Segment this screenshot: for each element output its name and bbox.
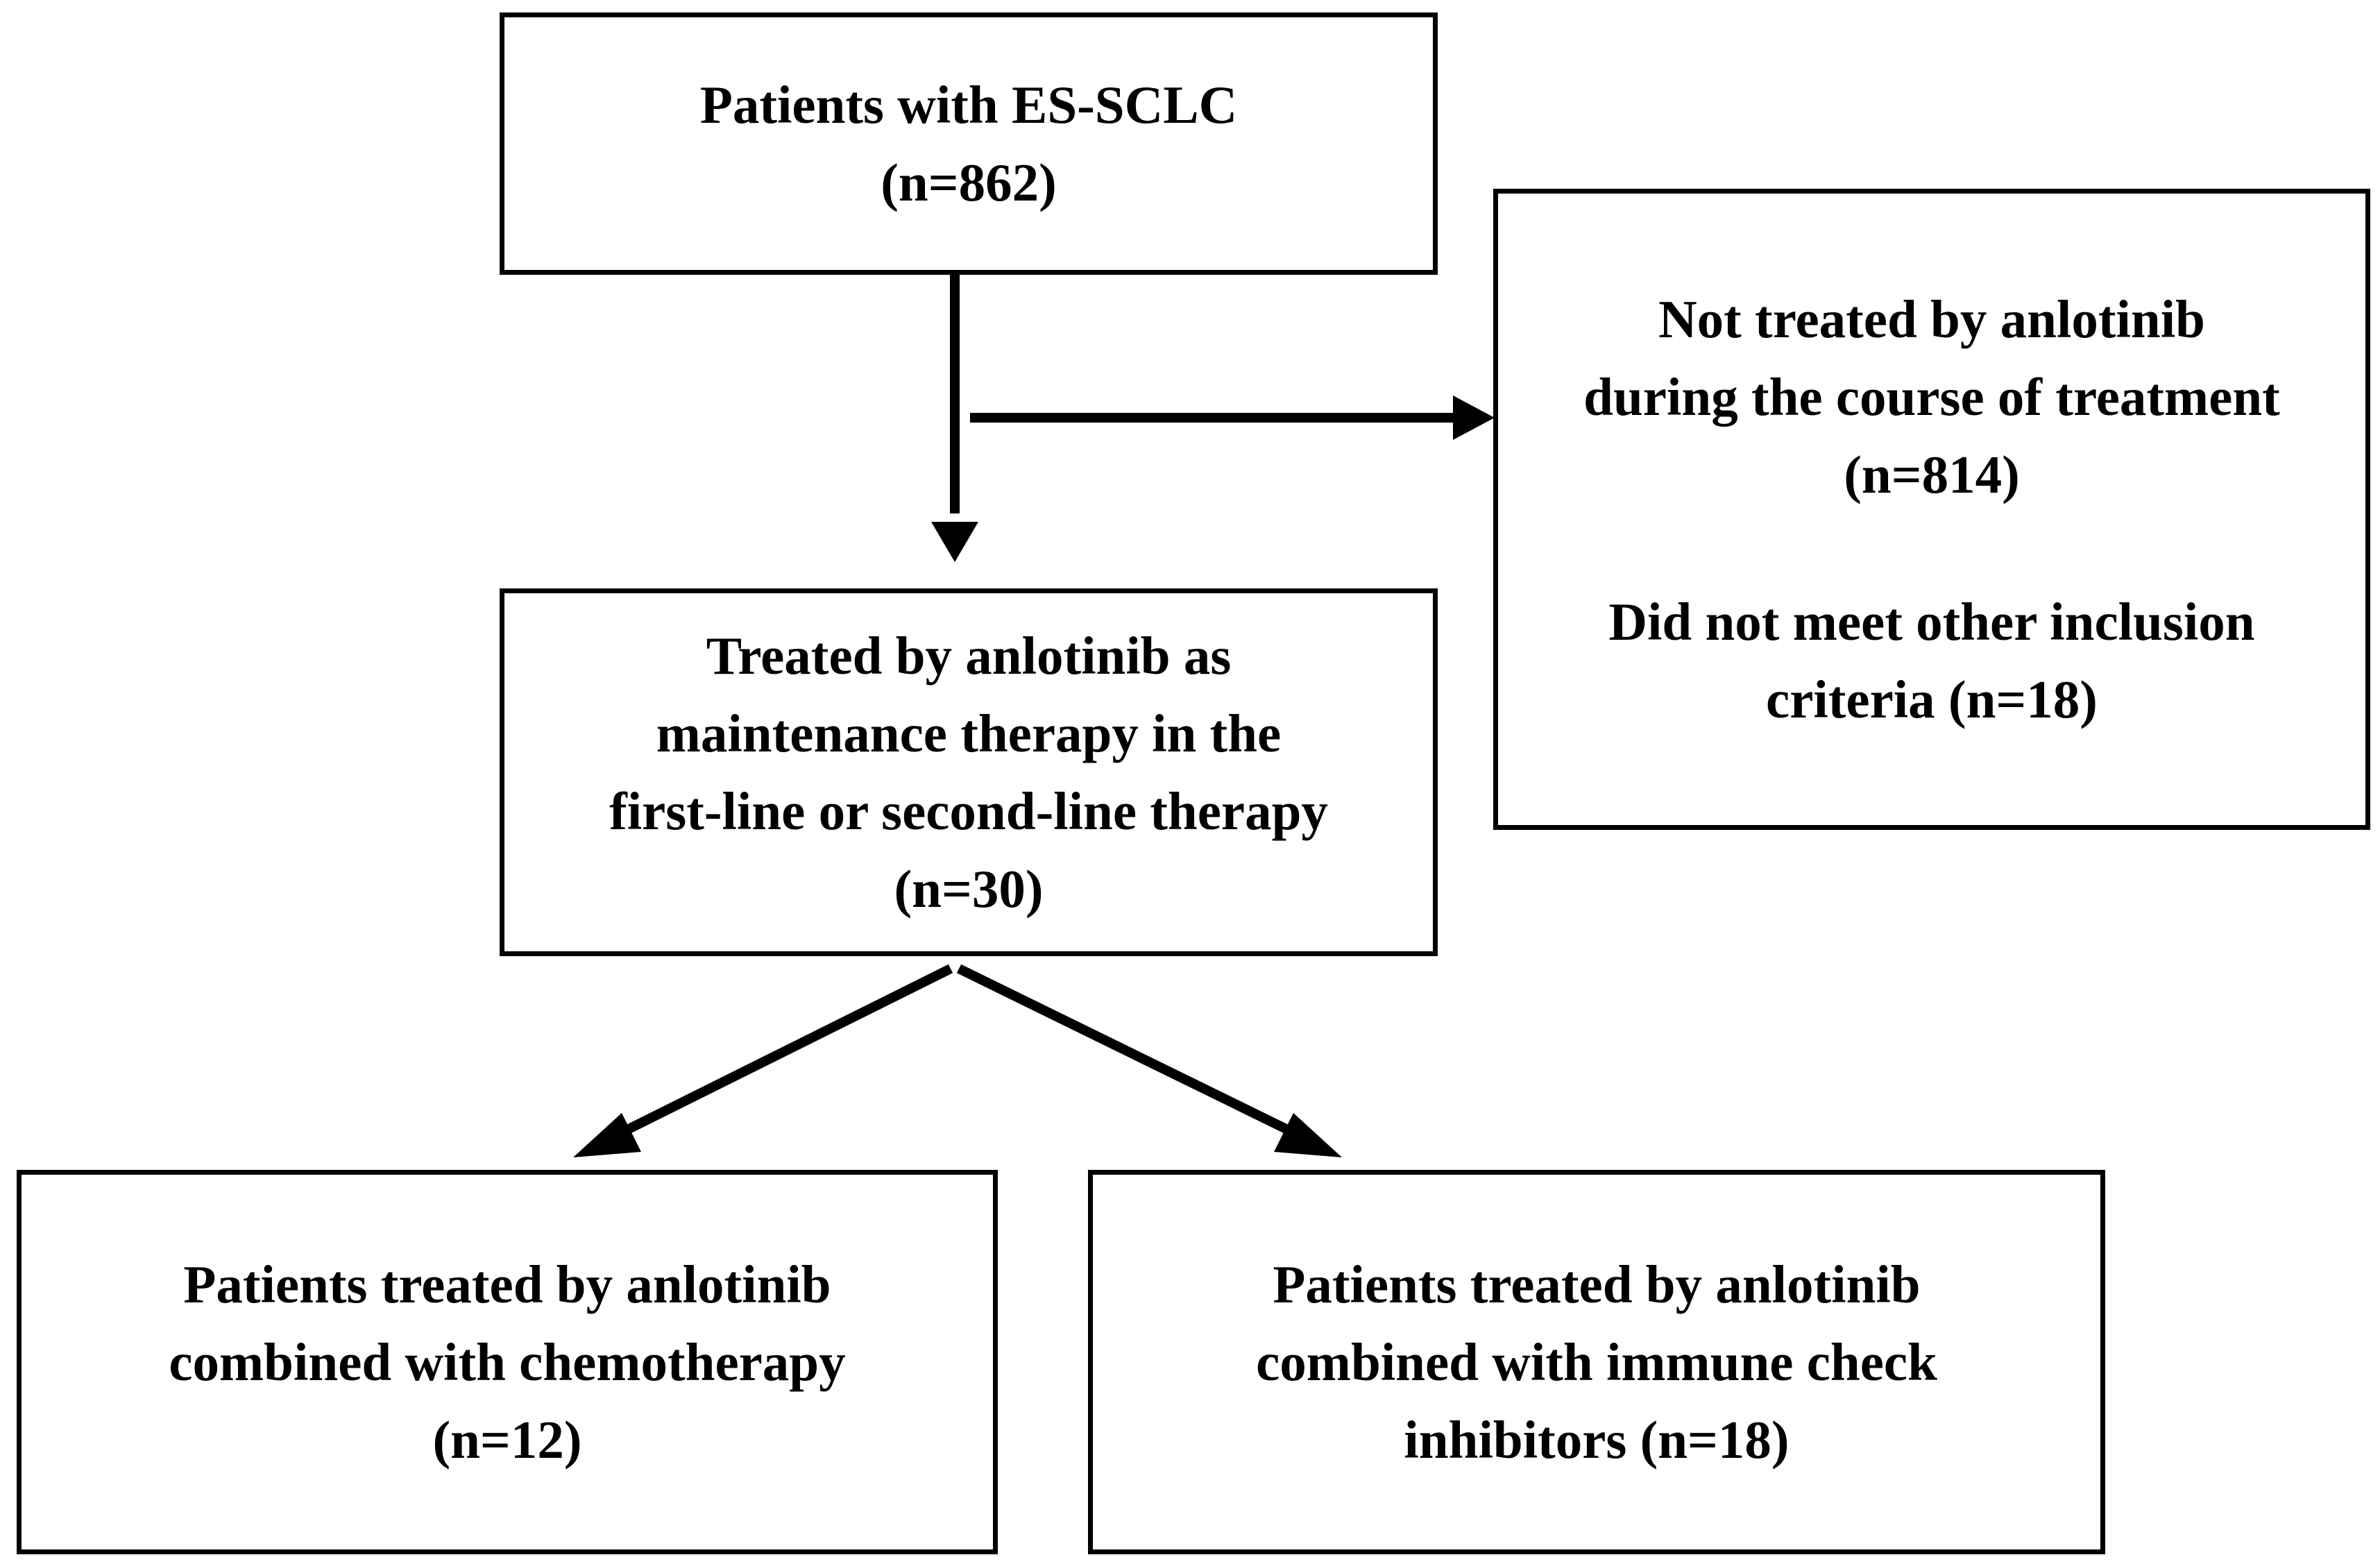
node-immune-line-2: combined with immune check: [1256, 1332, 1937, 1392]
node-excluded-line-3: (n=814): [1844, 445, 2020, 504]
node-excluded-line-5: criteria (n=18): [1766, 670, 2098, 729]
node-excluded-line-1: Not treated by anlotinib: [1658, 289, 2205, 349]
node-excluded-line-2: during the course of treatment: [1583, 367, 2280, 427]
node-start: Patients with ES-SCLC (n=862): [500, 12, 1438, 275]
arrowhead-maintenance-to-immune: [1274, 1113, 1342, 1157]
arrowhead-start-to-maintenance: [931, 522, 978, 562]
node-excluded: Not treated by anlotinib during the cour…: [1493, 189, 2370, 830]
node-immune-text: Patients treated by anlotinib combined w…: [1256, 1246, 1937, 1479]
node-maintenance-line-3: first-line or second-line therapy: [609, 781, 1328, 841]
node-start-text: Patients with ES-SCLC (n=862): [700, 66, 1237, 221]
node-start-line-1: Patients with ES-SCLC: [699, 75, 1238, 135]
arrow-maintenance-to-immune: [956, 964, 1307, 1143]
node-excluded-text: Not treated by anlotinib during the cour…: [1583, 280, 2280, 738]
node-immune-line-3: inhibitors (n=18): [1404, 1410, 1790, 1470]
node-chemo-line-3: (n=12): [432, 1410, 582, 1470]
node-maintenance-text: Treated by anlotinib as maintenance ther…: [609, 617, 1328, 928]
node-immune-line-1: Patients treated by anlotinib: [1273, 1255, 1921, 1314]
arrowhead-maintenance-to-chemo: [573, 1113, 641, 1157]
node-chemo: Patients treated by anlotinib combined w…: [17, 1170, 998, 1554]
node-excluded-line-4: Did not meet other inclusion: [1608, 592, 2255, 652]
node-maintenance: Treated by anlotinib as maintenance ther…: [500, 588, 1438, 956]
node-chemo-text: Patients treated by anlotinib combined w…: [169, 1246, 845, 1479]
node-chemo-line-2: combined with chemotherapy: [169, 1332, 846, 1392]
arrow-maintenance-to-chemo: [608, 964, 953, 1143]
node-immune: Patients treated by anlotinib combined w…: [1088, 1170, 2105, 1554]
node-maintenance-line-1: Treated by anlotinib as: [706, 626, 1232, 686]
node-maintenance-line-4: (n=30): [894, 859, 1044, 919]
node-maintenance-line-2: maintenance therapy in the: [656, 704, 1282, 763]
node-start-line-2: (n=862): [881, 153, 1057, 212]
node-chemo-line-1: Patients treated by anlotinib: [183, 1255, 831, 1314]
arrowhead-to-excluded: [1453, 396, 1495, 440]
